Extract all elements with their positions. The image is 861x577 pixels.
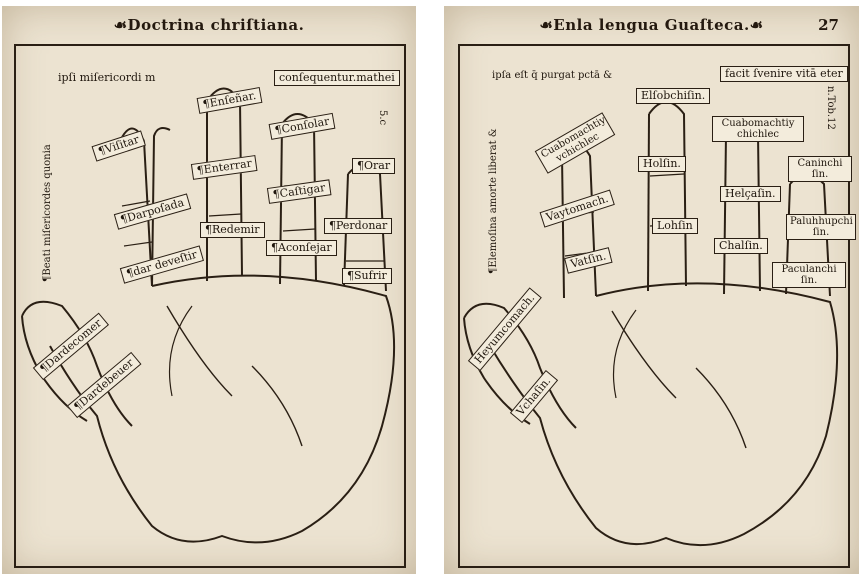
- label-paculanchi-sin: Paculanchi ſin.: [772, 262, 846, 288]
- side-inscription: ¶Elemoſina amorte liberat &: [488, 128, 500, 274]
- top-right-small-text: 5.c: [376, 110, 388, 125]
- top-inscription: ipſi miſericordi m: [58, 72, 155, 84]
- side-inscription: ¶Beati miſericordes quonia: [42, 144, 54, 282]
- label-chalsin: Chalſin.: [714, 238, 768, 254]
- left-page: ☙Doctrina chriſtiana.: [2, 6, 416, 574]
- label-redemir: ¶Redemir: [200, 222, 265, 238]
- label-elsobchisin: Elſobchiſin.: [636, 88, 710, 104]
- label-sufrir: ¶Sufrir: [342, 268, 392, 284]
- top-inscription: ipſa eſt q̄ purgat pctā &: [492, 70, 612, 82]
- label-aconsejar: ¶Aconſejar: [266, 240, 337, 256]
- label-holsin: Holſin.: [638, 156, 686, 172]
- label-lohsin: Lohſin: [652, 218, 698, 234]
- label-caninchi-sin: Caninchi ſin.: [788, 156, 852, 182]
- top-right-inscription: facit ſvenire vitā eter: [720, 66, 848, 82]
- hand-woodcut-illustration: [2, 6, 416, 574]
- top-right-small-text: n.Tob.12: [824, 86, 836, 130]
- label-paluhhupchi-sin: Paluhhupchi ſin.: [786, 214, 856, 240]
- label-orar: ¶Orar: [352, 158, 395, 174]
- right-page: ☙Enla lengua Guaſteca.☙ 27 ipſa eſt q̄ p…: [444, 6, 859, 574]
- label-cuabomachtiy-chichlec: Cuabomachtiy chichlec: [712, 116, 804, 142]
- label-perdonar: ¶Perdonar: [324, 218, 392, 234]
- top-right-inscription: conſequentur.mathei: [274, 70, 400, 86]
- label-helcasin: Helçaſin.: [720, 186, 781, 202]
